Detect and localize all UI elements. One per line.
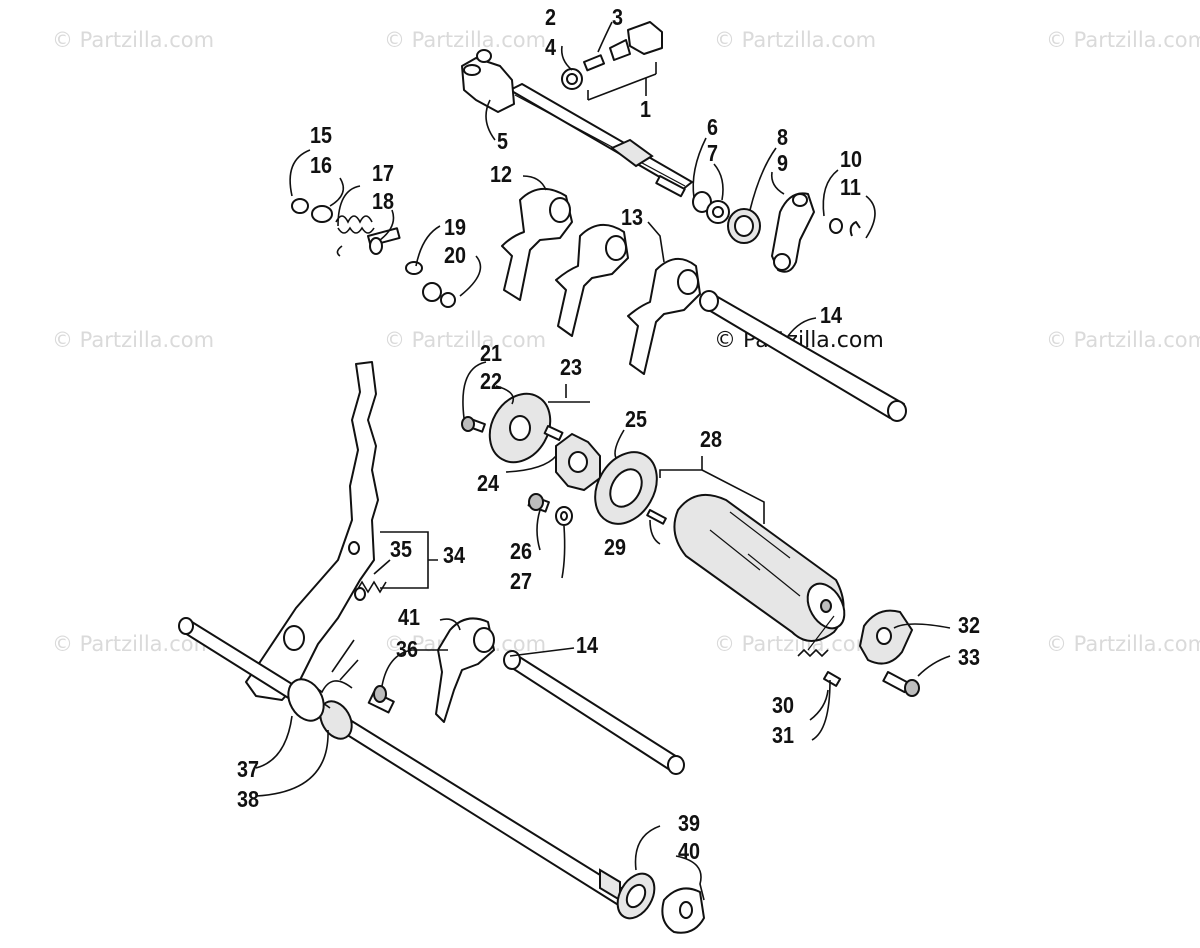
callout-24: 24: [477, 470, 500, 496]
callout-38: 38: [237, 786, 260, 812]
callout-20: 20: [444, 242, 467, 268]
shift-drum: [646, 493, 846, 642]
detent-bolt-assembly: [561, 21, 663, 90]
callout-35: 35: [390, 536, 413, 562]
watermark: © Partzilla.com: [714, 28, 877, 52]
shift-shaft-upper: [461, 49, 693, 198]
callout-6: 6: [707, 114, 719, 140]
bearing-collar-39-40: [616, 872, 705, 934]
watermark: © Partzilla.com: [52, 28, 215, 52]
callout-4: 4: [545, 34, 557, 60]
callout-41: 41: [398, 604, 421, 630]
bolt-washer-26-27: [527, 493, 573, 526]
shift-lever-plate: [245, 361, 379, 701]
callout-39: 39: [678, 810, 701, 836]
callout-19: 19: [444, 214, 467, 240]
bearing-25: [594, 451, 658, 525]
callout-3: 3: [612, 4, 624, 30]
callout-1: 1: [640, 96, 652, 122]
callout-33: 33: [958, 644, 981, 670]
stopper-plate-assembly: [461, 392, 601, 492]
callout-8: 8: [777, 124, 789, 150]
shift-rod-upper: [699, 290, 907, 422]
shift-fork-lower: [367, 617, 495, 723]
watermark: © Partzilla.com: [384, 328, 547, 352]
callout-15: 15: [310, 122, 333, 148]
watermark: © Partzilla.com: [1046, 632, 1200, 656]
callout-14-upper: 14: [820, 302, 843, 328]
callout-2: 2: [545, 4, 557, 30]
drum-cam-32-33: [858, 609, 920, 697]
callout-36: 36: [396, 636, 419, 662]
callout-13: 13: [621, 204, 644, 230]
callout-31: 31: [772, 722, 795, 748]
shift-forks-upper: [501, 188, 701, 375]
callout-28: 28: [700, 426, 723, 452]
callout-9: 9: [777, 150, 789, 176]
shift-rod-lower: [503, 650, 685, 775]
callout-27: 27: [510, 568, 533, 594]
callout-25: 25: [625, 406, 648, 432]
callout-30: 30: [772, 692, 795, 718]
callout-26: 26: [510, 538, 533, 564]
callout-32: 32: [958, 612, 981, 638]
callout-37: 37: [237, 756, 260, 782]
callout-12: 12: [490, 161, 513, 187]
spring-pin-30-31: [797, 615, 842, 687]
callout-17: 17: [372, 160, 395, 186]
callout-5: 5: [497, 128, 509, 154]
callout-40: 40: [678, 838, 701, 864]
lever-spring: [354, 580, 387, 601]
watermark: © Partzilla.com: [384, 28, 547, 52]
watermark: © Partzilla.com: [1046, 328, 1200, 352]
callout-10: 10: [840, 146, 863, 172]
callout-16: 16: [310, 152, 333, 178]
watermark: © Partzilla.com: [1046, 28, 1200, 52]
callout-29: 29: [604, 534, 627, 560]
callout-22: 22: [480, 368, 503, 394]
callout-21: 21: [480, 340, 503, 366]
callout-18: 18: [372, 188, 395, 214]
callout-14-lower: 14: [576, 632, 599, 658]
shift-shaft-lower: [178, 617, 635, 907]
callout-34: 34: [443, 542, 466, 568]
callout-7: 7: [707, 140, 719, 166]
bearing-assembly-upper: [692, 191, 861, 273]
callout-11: 11: [840, 174, 861, 200]
callout-23: 23: [560, 354, 583, 380]
watermark: © Partzilla.com: [52, 328, 215, 352]
leader-lines: [255, 21, 951, 901]
watermark: © Partzilla.com: [52, 632, 215, 656]
detent-spring-assembly: [291, 198, 456, 308]
